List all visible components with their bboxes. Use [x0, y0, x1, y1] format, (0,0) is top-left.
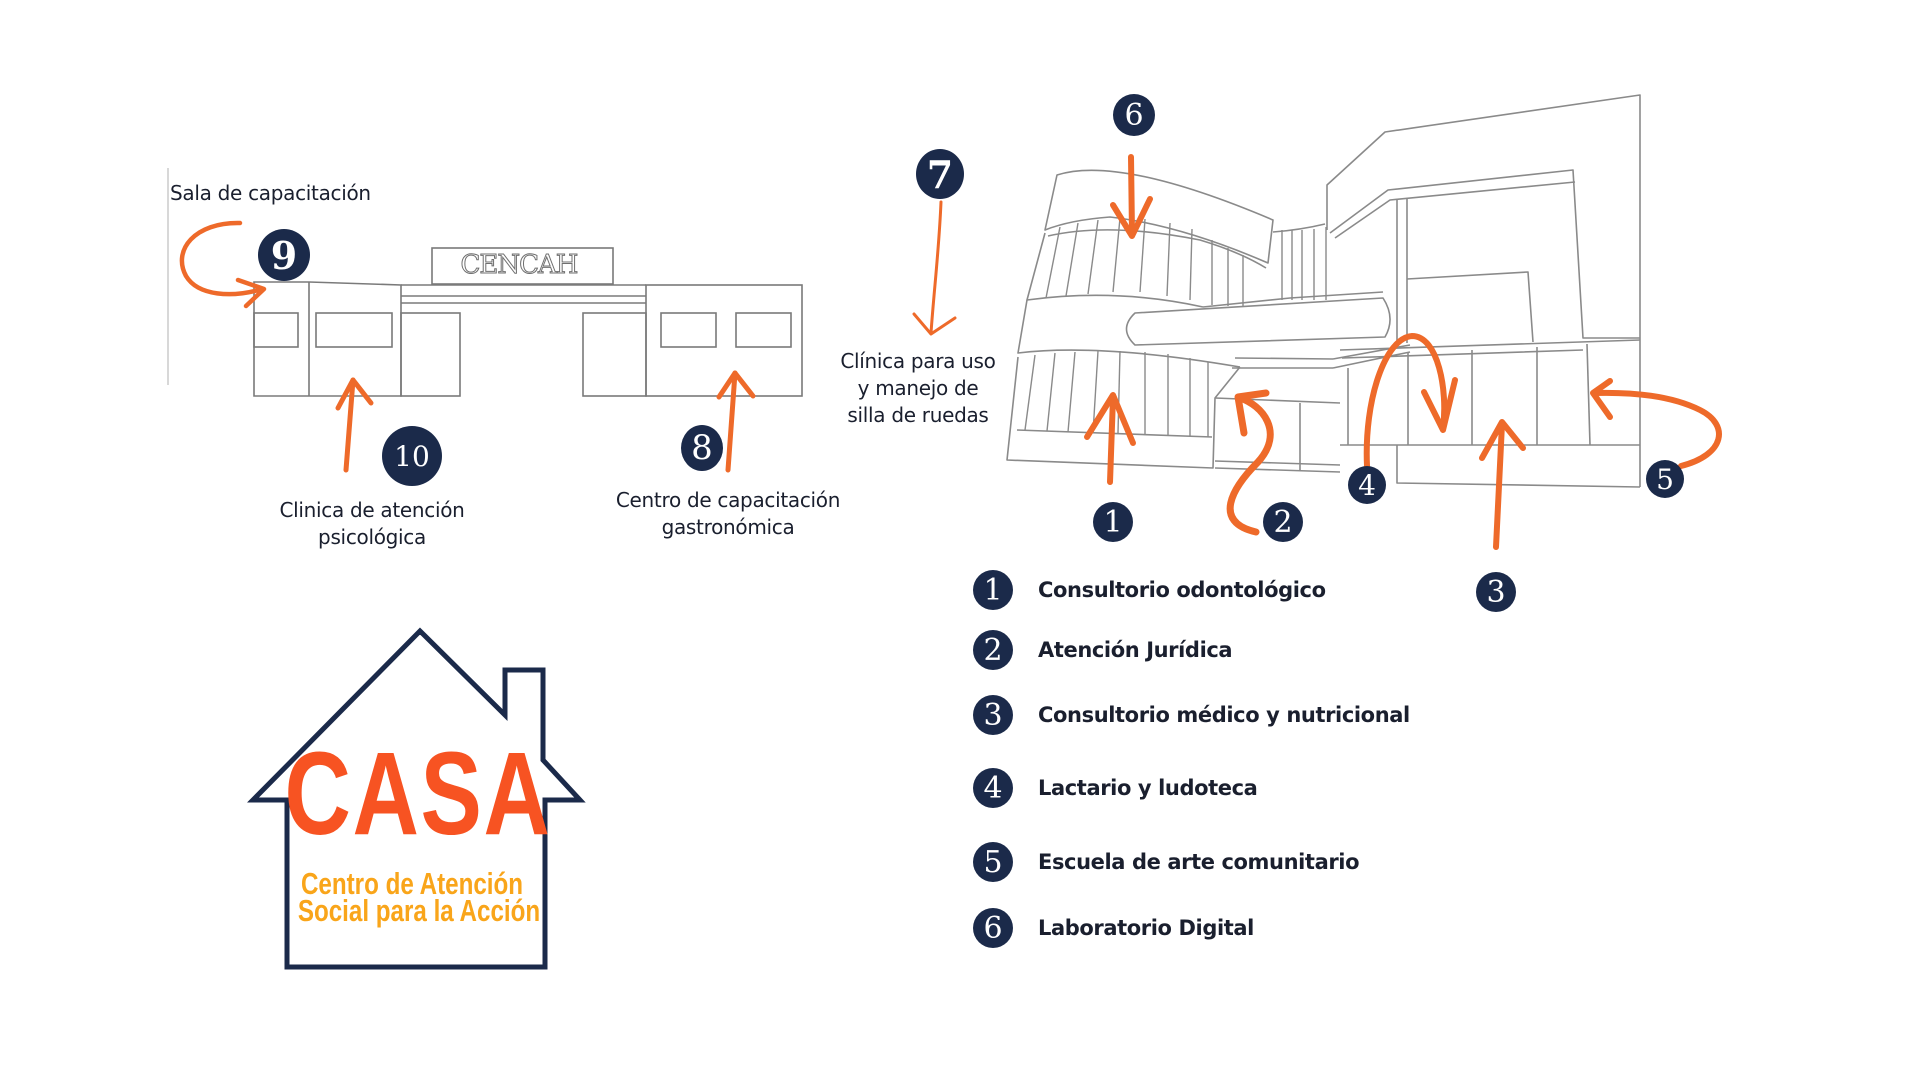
label-centro-capacitacion-gastronomica: Centro de capacitación gastronómica — [615, 487, 841, 541]
legend-badge: 3 — [973, 695, 1013, 735]
label-line: Clinica de atención — [279, 498, 465, 522]
lower-glass-level — [1006, 356, 1241, 469]
arrow-1 — [1084, 392, 1136, 485]
upper-glass-mullions — [1045, 217, 1327, 306]
label-line: y manejo de — [857, 376, 979, 400]
legend-item: 1 Consultorio odontológico — [973, 570, 1326, 610]
callout-arrows — [179, 154, 1722, 550]
label-line: gastronómica — [661, 515, 795, 539]
right-window-2 — [735, 312, 792, 348]
top-canopy-inner — [1047, 229, 1267, 269]
left-wing — [253, 281, 402, 397]
casa-logo-subtitle-line-1: Centro de Atención — [300, 866, 524, 901]
legend-item: 3 Consultorio médico y nutricional — [973, 695, 1410, 735]
badge-6: 6 — [1113, 94, 1155, 136]
cencah-building — [167, 168, 803, 397]
legend-label: Consultorio médico y nutricional — [1038, 703, 1410, 727]
arrow-2 — [1226, 389, 1274, 536]
badge-10: 10 — [382, 426, 442, 486]
label-line: Clínica para uso — [840, 349, 996, 373]
badge-4: 4 — [1348, 466, 1386, 504]
casa-logo-subtitle-line-2: Social para la Acción — [297, 893, 541, 928]
entrance-canopy — [1232, 357, 1334, 369]
legend-badge: 4 — [973, 768, 1013, 808]
badge-9: 9 — [258, 229, 310, 281]
pillar — [1396, 198, 1408, 343]
legend-item: 6 Laboratorio Digital — [973, 908, 1254, 948]
middle-slab-top — [1202, 291, 1384, 308]
legend-badge: 6 — [973, 908, 1013, 948]
top-canopy — [1044, 169, 1274, 264]
arrow-6 — [1110, 154, 1153, 239]
casa-logo-title: CASA — [284, 728, 552, 860]
ground-floor-divisions — [1347, 343, 1591, 446]
legend-label: Lactario y ludoteca — [1038, 776, 1258, 800]
left-window-1 — [253, 312, 299, 348]
cencah-sign-box — [431, 247, 614, 285]
lower-glass-mullions — [1024, 350, 1209, 437]
legend-badge: 5 — [973, 842, 1013, 882]
cencah-sign-text: CENCAH — [460, 250, 579, 280]
label-line: psicológica — [318, 525, 426, 549]
middle-block — [1406, 271, 1534, 343]
rear-tower-inner — [1329, 169, 1640, 339]
legend-label: Consultorio odontológico — [1038, 578, 1326, 602]
right-door-block — [582, 312, 647, 397]
arrow-3 — [1479, 419, 1526, 550]
casa-house-outline — [247, 627, 586, 970]
rear-tower — [1326, 94, 1641, 487]
label-sala-de-capacitacion: Sala de capacitación — [170, 181, 371, 205]
left-door-block — [400, 312, 461, 397]
horizontal-tube — [1125, 297, 1391, 346]
badge-8: 8 — [681, 425, 723, 471]
badge-1: 1 — [1093, 502, 1133, 542]
left-window-2 — [315, 312, 393, 348]
entrance-door-frame — [1214, 397, 1341, 473]
label-clinica-silla-de-ruedas: Clínica para uso y manejo de silla de ru… — [840, 348, 996, 429]
middle-slab — [1017, 299, 1241, 368]
rear-curved-roof — [1272, 223, 1326, 233]
legend-label: Atención Jurídica — [1038, 638, 1233, 662]
label-clinica-atencion-psicologica: Clinica de atención psicológica — [279, 497, 464, 551]
roof-ledge — [1334, 181, 1576, 239]
badge-5: 5 — [1646, 460, 1684, 498]
legend-item: 4 Lactario y ludoteca — [973, 768, 1258, 808]
legend-item: 5 Escuela de arte comunitario — [973, 842, 1360, 882]
arrow-5 — [1590, 378, 1722, 469]
legend-label: Laboratorio Digital — [1038, 916, 1254, 940]
legend-label: Escuela de arte comunitario — [1038, 850, 1360, 874]
legend-badge: 2 — [973, 630, 1013, 670]
right-wing — [645, 284, 803, 397]
legend-badge: 1 — [973, 570, 1013, 610]
badge-2: 2 — [1263, 502, 1303, 542]
legend-item: 2 Atención Jurídica — [973, 630, 1233, 670]
arrow-10 — [335, 377, 374, 473]
label-line: Centro de capacitación — [615, 488, 841, 512]
badge-3: 3 — [1476, 572, 1516, 612]
arrow-9 — [179, 220, 267, 309]
label-line: silla de ruedas — [847, 403, 989, 427]
badge-7: 7 — [916, 149, 964, 199]
arrow-7 — [912, 200, 957, 336]
right-window-1 — [660, 312, 717, 348]
arrow-4 — [1363, 333, 1458, 469]
upper-glass-level — [1026, 232, 1204, 308]
main-building — [1006, 94, 1641, 488]
arrow-8 — [716, 370, 756, 473]
